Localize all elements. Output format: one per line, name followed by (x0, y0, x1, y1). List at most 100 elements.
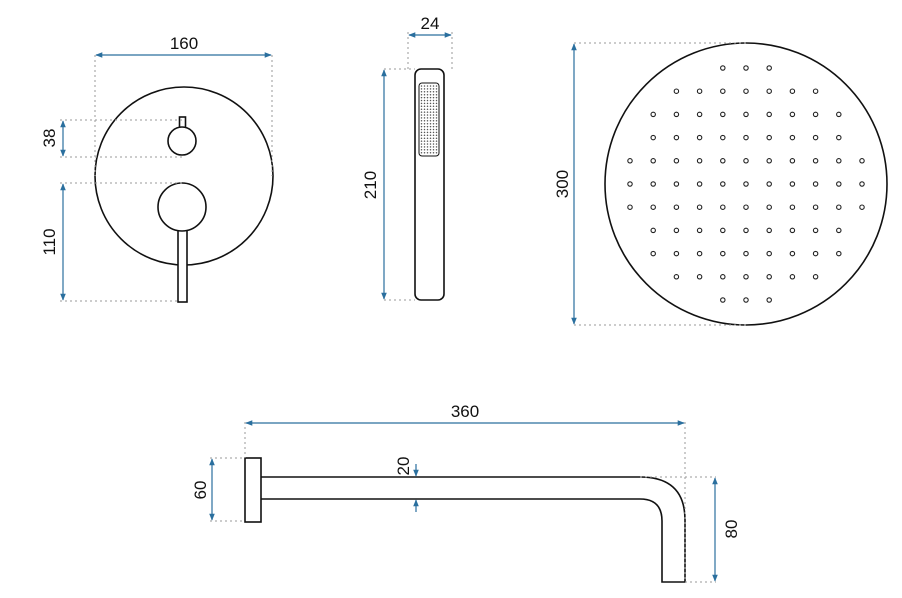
rain-nozzle (743, 250, 749, 257)
hand-shower-nozzle (435, 143, 438, 145)
hand-shower-nozzle (429, 114, 432, 116)
hand-shower-nozzle (435, 111, 438, 113)
hand-shower-nozzle (420, 99, 423, 102)
hand-shower-nozzle (429, 111, 432, 113)
hand-shower-nozzle (423, 125, 426, 128)
hand-shower-nozzle (420, 102, 423, 105)
dim-label-flange-height: 60 (191, 481, 210, 500)
diverter-knob (167, 126, 197, 156)
hand-shower-nozzle (423, 102, 426, 105)
hand-shower-nozzle (420, 140, 423, 142)
rain-nozzle (743, 65, 749, 71)
hand-shower-nozzle (435, 149, 438, 151)
hand-shower-nozzle (420, 91, 423, 93)
hand-shower-spray-face (418, 82, 440, 157)
hand-shower-nozzle (426, 120, 429, 122)
hand-shower-guides (384, 32, 453, 301)
hand-shower-nozzle (423, 151, 426, 154)
rain-nozzle (812, 227, 819, 234)
rain-nozzle (673, 134, 680, 141)
hand-shower-nozzle (435, 117, 438, 119)
hand-shower-nozzle (432, 146, 435, 148)
hand-shower-nozzle (420, 146, 423, 148)
rain-nozzle (720, 181, 726, 187)
hand-shower-nozzle (432, 122, 435, 125)
rain-nozzle (812, 158, 819, 164)
hand-shower-nozzle (426, 99, 429, 102)
rain-nozzle (743, 227, 749, 234)
rain-nozzle (812, 181, 819, 187)
rain-nozzle (836, 181, 842, 187)
hand-shower-nozzle (420, 114, 423, 116)
lever-handle (177, 221, 188, 303)
rain-nozzle (696, 111, 703, 118)
hand-shower-nozzle (423, 105, 426, 108)
hand-shower-nozzle (432, 128, 435, 131)
hand-shower-nozzle (435, 88, 438, 90)
hand-shower-nozzle (432, 151, 435, 154)
hand-shower-nozzle (432, 114, 435, 116)
rain-nozzle (812, 111, 819, 118)
hand-shower-nozzle (429, 131, 432, 134)
rain-nozzle (766, 158, 772, 164)
hand-shower-nozzle (420, 105, 423, 108)
hand-shower-nozzle (429, 125, 432, 128)
rain-nozzle (766, 88, 772, 94)
rain-nozzle (673, 111, 680, 118)
hand-shower-nozzle (426, 88, 429, 90)
rain-nozzle (766, 227, 772, 234)
hand-shower-nozzle (435, 140, 438, 142)
hand-shower-nozzle (426, 128, 429, 131)
hand-shower-nozzle (426, 131, 429, 134)
dim-label-hand-shower-width: 24 (421, 14, 440, 33)
rain-nozzle (650, 134, 656, 141)
hand-shower-nozzle (423, 140, 426, 142)
hand-shower-nozzle (432, 137, 435, 139)
shower-arm (244, 457, 686, 583)
rain-nozzle (789, 274, 796, 280)
rain-nozzle (650, 111, 656, 118)
hand-shower-nozzle (435, 122, 438, 125)
hand-shower-nozzle (420, 131, 423, 134)
rain-nozzle (789, 111, 796, 118)
hand-shower-nozzle (429, 99, 432, 102)
hand-shower-nozzle (429, 128, 432, 131)
hand-shower-nozzle (435, 134, 438, 137)
hand-shower-nozzle (432, 131, 435, 134)
rain-nozzle (743, 134, 749, 141)
rain-nozzle (836, 158, 842, 164)
rain-nozzle (789, 227, 796, 234)
hand-shower-nozzle (423, 149, 426, 151)
rain-nozzle (673, 250, 680, 257)
hand-shower-nozzle (423, 120, 426, 122)
hand-shower-nozzle (432, 117, 435, 119)
rain-nozzle (650, 204, 656, 210)
hand-shower-nozzle (423, 137, 426, 139)
dim-label-mixer-width: 160 (170, 34, 198, 53)
hand-shower-nozzle (426, 85, 429, 87)
rain-nozzle (743, 181, 749, 187)
rain-nozzle (836, 111, 842, 118)
hand-shower-nozzle (429, 149, 432, 151)
hand-shower-nozzle (423, 128, 426, 131)
rain-nozzle (789, 134, 796, 141)
hand-shower-nozzle (426, 140, 429, 142)
hand-shower-nozzle (435, 131, 438, 134)
hand-shower-nozzle (429, 140, 432, 142)
mixer-panel (94, 86, 274, 303)
dim-label-hand-shower-length: 210 (361, 171, 380, 199)
hand-shower-nozzle (432, 88, 435, 90)
shower-arm-guides (210, 422, 716, 583)
hand-shower-nozzle (420, 149, 423, 151)
hand-shower-nozzle (435, 114, 438, 116)
hand-shower-nozzle (432, 134, 435, 137)
dim-label-lever-height: 110 (40, 228, 59, 255)
shower-arm-dimension-lines (209, 420, 718, 582)
hand-shower-nozzle (426, 125, 429, 128)
rain-nozzle (766, 65, 772, 71)
rain-nozzle (789, 250, 796, 257)
rain-nozzle (673, 204, 680, 210)
rain-nozzle (696, 274, 703, 280)
rain-nozzle (766, 250, 772, 257)
hand-shower-nozzle (426, 134, 429, 137)
